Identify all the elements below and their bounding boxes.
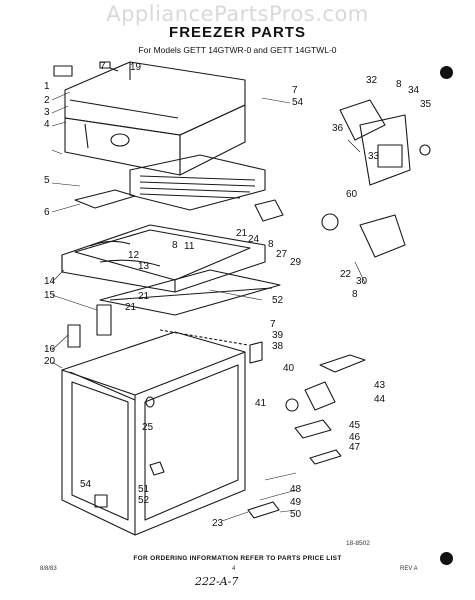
callout-3: 3 bbox=[44, 107, 50, 118]
callout-50: 52 bbox=[138, 495, 150, 506]
callout-38: 40 bbox=[283, 363, 295, 374]
callout-13: 13 bbox=[138, 261, 150, 272]
callout-21: 21 bbox=[236, 228, 248, 239]
callout-23: 25 bbox=[142, 422, 154, 433]
callout-22: 24 bbox=[248, 234, 260, 245]
callout-14: 14 bbox=[44, 276, 56, 287]
ordering-info: FOR ORDERING INFORMATION REFER TO PARTS … bbox=[133, 555, 342, 562]
callout-8: 7 bbox=[100, 61, 106, 72]
fan-motor-part bbox=[254, 199, 284, 222]
callout-48: 50 bbox=[290, 509, 302, 520]
handwritten-note: 222-A-7 bbox=[195, 575, 239, 588]
callout-30: 33 bbox=[368, 151, 380, 162]
callout-12: 12 bbox=[128, 250, 140, 261]
callout-18: 20 bbox=[44, 356, 56, 367]
rail-part bbox=[99, 269, 281, 316]
page-number: 4 bbox=[232, 566, 236, 572]
callout-39: 41 bbox=[255, 398, 267, 409]
drawing-code: 18-8502 bbox=[346, 540, 370, 547]
callout-49: 51 bbox=[138, 484, 150, 495]
callout-7b: 7 bbox=[270, 319, 276, 330]
callout-60: 60 bbox=[346, 189, 358, 200]
fan-blade-part bbox=[321, 213, 339, 231]
watermark: AppliancePartsPros.com bbox=[106, 2, 369, 26]
callout-6: 6 bbox=[44, 207, 50, 218]
drip-tray-part bbox=[129, 154, 266, 211]
callout-45: 47 bbox=[349, 442, 361, 453]
callout-44: 46 bbox=[349, 432, 361, 443]
callout-34: 36 bbox=[332, 123, 344, 134]
callout-52: 52 bbox=[272, 295, 284, 306]
callout-46: 48 bbox=[290, 484, 302, 495]
callout-15: 15 bbox=[44, 290, 56, 301]
callout-51: 54 bbox=[80, 479, 92, 490]
freezer-liner-part bbox=[61, 329, 249, 536]
callout-4: 4 bbox=[44, 119, 50, 130]
page-subtitle: For Models GETT 14GTWR-0 and GETT 14GTWL… bbox=[138, 45, 337, 55]
callout-43: 45 bbox=[349, 420, 361, 431]
control-housing-part bbox=[339, 99, 386, 141]
callout-35: 38 bbox=[272, 341, 284, 352]
callout-24: 27 bbox=[276, 249, 288, 260]
shroud-part bbox=[359, 214, 406, 258]
callout-47: 49 bbox=[290, 497, 302, 508]
callout-21c: 23 bbox=[212, 518, 224, 529]
callout-41: 44 bbox=[374, 394, 386, 405]
callout-29: 32 bbox=[366, 75, 378, 86]
callout-2: 2 bbox=[44, 95, 50, 106]
callout-7: 7 bbox=[292, 85, 298, 96]
top-cover-part bbox=[64, 61, 246, 176]
binder-hole bbox=[440, 66, 453, 79]
callout-20: 21 bbox=[125, 302, 137, 313]
light-cover-part bbox=[359, 114, 411, 186]
bracket-part-1 bbox=[53, 65, 73, 77]
binder-hole bbox=[440, 552, 453, 565]
duct-part bbox=[74, 189, 136, 209]
callout-32: 34 bbox=[408, 85, 420, 96]
callout-8b: 8 bbox=[172, 240, 178, 251]
callout-8e: 8 bbox=[352, 289, 358, 300]
callout-17: 19 bbox=[130, 62, 142, 73]
callout-54: 54 bbox=[292, 97, 304, 108]
callout-11: 11 bbox=[184, 241, 195, 252]
callout-40: 43 bbox=[374, 380, 386, 391]
evaporator-plate-part bbox=[61, 224, 266, 293]
callout-19: 21 bbox=[138, 291, 150, 302]
hinge-bracket-part bbox=[96, 304, 112, 336]
callout-5: 5 bbox=[44, 175, 50, 186]
callout-27: 30 bbox=[356, 276, 368, 287]
callout-16: 16 bbox=[44, 344, 56, 355]
callout-33: 35 bbox=[420, 99, 432, 110]
callout-36: 39 bbox=[272, 330, 284, 341]
callout-21b: 22 bbox=[340, 269, 352, 280]
page-title: FREEZER PARTS bbox=[169, 24, 306, 41]
footer-right-mark: REV A bbox=[400, 566, 418, 572]
switch-part bbox=[304, 381, 336, 411]
bottom-bracket-part bbox=[247, 501, 280, 519]
callout-8c: 8 bbox=[396, 79, 402, 90]
callout-1: 1 bbox=[44, 81, 50, 92]
thermostat-part bbox=[319, 354, 366, 373]
callout-8d: 8 bbox=[268, 239, 274, 250]
footer-left-mark: 8/8/83 bbox=[40, 566, 57, 572]
callout-25: 29 bbox=[290, 257, 302, 268]
